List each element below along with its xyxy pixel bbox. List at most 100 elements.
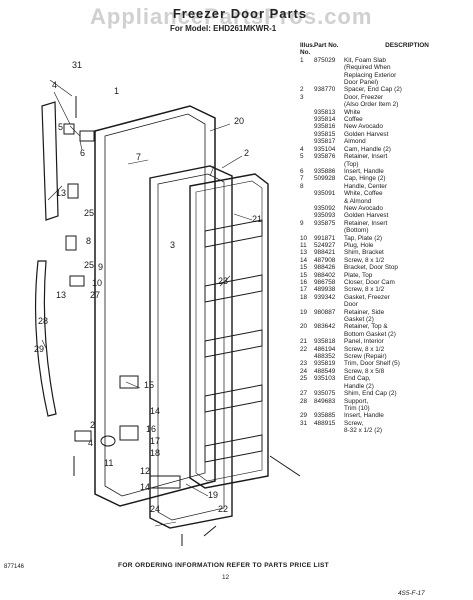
table-row: & Almond [300,198,470,205]
illus-cell [300,331,314,338]
description-cell: Trim, Door Shelf (5) [344,360,400,368]
description-cell: Screw, 8 x 1/2 [344,256,385,264]
part-number-cell: 509928 [314,175,336,183]
gasket-retainer-side [269,455,300,477]
illus-cell: 15 [300,271,308,279]
callout-21: 21 [252,214,262,224]
callout-7: 7 [136,152,141,162]
callout-5: 5 [58,122,63,132]
illus-cell [300,353,314,360]
part-number-cell [314,227,344,234]
illus-cell [300,205,314,212]
illus-cell [300,116,314,123]
description-cell: Shim, Bracket [344,249,384,257]
description-cell: Door [344,301,358,309]
part-number-cell: 935075 [314,390,336,398]
illus-cell: 10 [300,234,308,242]
illus-cell: 7 [300,175,304,183]
part-number-cell: 935104 [314,145,336,153]
part-number-cell: 935813 [314,108,336,116]
illus-cell: 25 [300,375,308,383]
description-cell: & Almond [344,197,372,205]
illus-cell [300,123,314,130]
description-cell: (Required When [344,64,391,72]
description-cell: Insert, Handle [344,412,384,420]
description-cell: Replacing Exterior [344,71,397,79]
page-title: Freezer Door Parts [172,6,308,21]
illus-cell [300,138,314,145]
illus-cell [300,212,314,219]
illus-cell: 17 [300,286,308,294]
callout-13b: 13 [56,290,66,300]
part-number-cell: 935816 [314,123,336,131]
part-number-cell [314,198,344,205]
illus-cell: 31 [300,419,308,427]
description-cell: Trim (10) [344,404,370,412]
model-line: For Model: EHD261MKWR-1 [170,24,277,33]
description-cell: Screw, 8 x 5/8 [344,367,385,375]
illus-cell: 1 [300,56,304,64]
illus-cell: 3 [300,93,304,101]
description-cell: Handle, Center [344,182,387,190]
callout-2: 2 [244,148,249,158]
door-stop-bracket [119,375,139,389]
parts-table-header: Illus. No. Part No. DESCRIPTION [300,42,470,57]
callout-13a: 13 [56,188,66,198]
callout-4: 4 [52,80,57,90]
description-cell: Plate, Top [344,271,373,279]
hinge-cap [79,130,95,142]
part-number-cell: 988421 [314,249,336,257]
description-cell: (Also Order Item 2) [344,101,399,109]
description-cell: White, Coffee [344,190,383,198]
callout-27: 27 [90,290,100,300]
part-number-cell: 935885 [314,412,336,420]
callout-25a: 25 [84,208,94,218]
door-closer [119,425,139,441]
illus-cell [300,405,314,412]
part-number-cell: 935814 [314,116,336,124]
illus-cell: 15 [300,264,308,272]
description-cell: Panel, Interior [344,338,384,346]
interior-panel-lip [195,180,263,482]
illus-cell [300,161,314,168]
description-cell: Door, Freezer [344,93,384,101]
callout-14a: 14 [150,406,160,416]
part-number-cell: 980887 [314,308,336,316]
table-row: Gasket (2) [300,316,470,323]
description-cell: Screw, [344,419,364,427]
description-cell: Spacer, End Cap (2) [344,86,402,94]
part-number-cell [314,72,344,79]
table-row: Door [300,301,470,308]
part-number-cell: 988426 [314,264,336,272]
part-number-cell [314,64,344,71]
table-row: 15 988402 Plate, Top [300,272,470,279]
interior-panel [189,173,269,489]
illus-cell [300,198,314,205]
description-cell: Gasket (2) [344,316,374,324]
table-row: 8-32 x 1/2 (2) [300,427,470,434]
support-trim [74,430,92,442]
exploded-diagram: 31 4 5 6 1 7 20 2 13 25 8 21 9 3 10 25 2… [34,60,300,546]
part-number-cell: 488352 [314,353,336,361]
description-cell: Cam, Handle (2) [344,145,391,153]
part-number-cell: 488549 [314,367,336,375]
illus-cell [300,301,314,308]
part-number-cell: 988402 [314,271,336,279]
table-row: (Top) [300,161,470,168]
callout-14b: 14 [140,482,150,492]
part-number-cell: 935817 [314,138,336,146]
col-partno: Part No. [314,42,339,49]
handwritten-note: 4S5-F-17 [398,590,425,597]
